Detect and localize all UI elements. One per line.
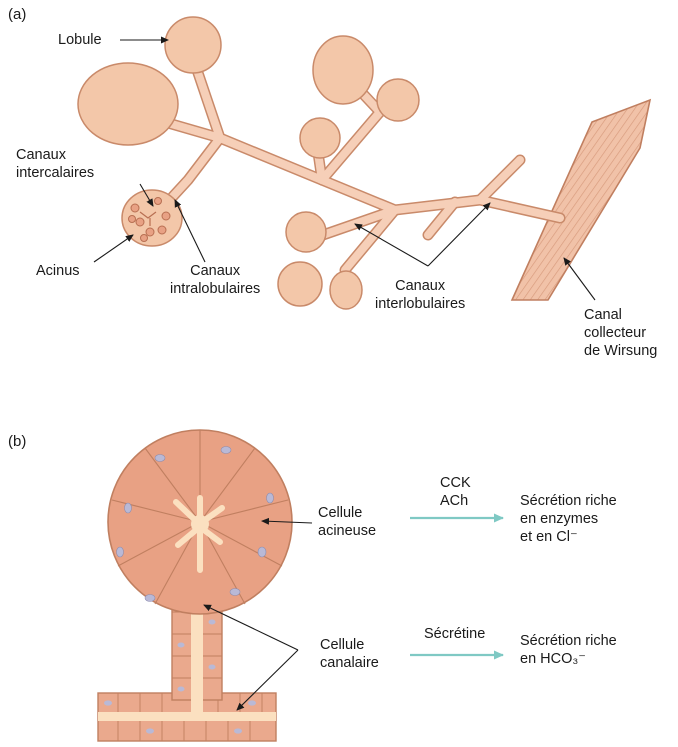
label-canaux-intercalaires-line2: intercalaires	[16, 164, 94, 182]
lobule-lower-left	[286, 212, 326, 252]
label-canal-collecteur-line3: de Wirsung	[584, 342, 657, 360]
label-stimulus-ach: ACh	[440, 492, 471, 510]
lobule-top-right	[313, 36, 373, 104]
label-acinus: Acinus	[36, 262, 80, 280]
label-canaux-intercalaires-line1: Canaux	[16, 146, 94, 164]
panel-a-drawing	[78, 17, 650, 309]
lobule-large-left	[78, 63, 178, 145]
label-lobule: Lobule	[58, 31, 102, 49]
label-secretion-enzymes: Sécrétion riche en enzymes et en Cl⁻	[520, 492, 617, 546]
label-secretion-hco3-line1: Sécrétion riche	[520, 632, 617, 650]
label-canal-collecteur: Canal collecteur de Wirsung	[584, 306, 657, 360]
label-stimuli-cck-ach: CCK ACh	[440, 474, 471, 510]
label-secretion-enzymes-line2: en enzymes	[520, 510, 617, 528]
label-secretion-hco3: Sécrétion riche en HCO₃⁻	[520, 632, 617, 668]
label-canal-collecteur-line2: collecteur	[584, 324, 657, 342]
label-canaux-intralobulaires-line1: Canaux	[170, 262, 260, 280]
label-canal-collecteur-line1: Canal	[584, 306, 657, 324]
label-canaux-intralobulaires: Canaux intralobulaires	[170, 262, 260, 298]
label-secretion-enzymes-line3: et en Cl⁻	[520, 528, 617, 546]
label-cellule-canalaire: Cellule canalaire	[320, 636, 379, 672]
label-canaux-interlobulaires-line1: Canaux	[375, 277, 465, 295]
lobule-right-small	[377, 79, 419, 121]
label-stimulus-cck: CCK	[440, 474, 471, 492]
label-secretion-enzymes-line1: Sécrétion riche	[520, 492, 617, 510]
label-canaux-intralobulaires-line2: intralobulaires	[170, 280, 260, 298]
label-secretion-hco3-line2: en HCO₃⁻	[520, 650, 617, 668]
label-cellule-canalaire-line1: Cellule	[320, 636, 379, 654]
lobule-mid-small	[300, 118, 340, 158]
panel-b-tag: (b)	[8, 433, 26, 451]
label-canaux-interlobulaires: Canaux interlobulaires	[375, 277, 465, 313]
label-cellule-acineuse: Cellule acineuse	[318, 504, 376, 540]
label-canaux-intercalaires: Canaux intercalaires	[16, 146, 94, 182]
lobule-lower-right	[330, 271, 362, 309]
canal-wirsung-shape	[512, 100, 650, 300]
lobule-top	[165, 17, 221, 73]
acinus-cluster	[122, 190, 182, 246]
label-cellule-canalaire-line2: canalaire	[320, 654, 379, 672]
lobule-lower-bottom	[278, 262, 322, 306]
label-canaux-interlobulaires-line2: interlobulaires	[375, 295, 465, 313]
panel-a-tag: (a)	[8, 6, 26, 24]
label-stimulus-secretine: Sécrétine	[424, 625, 485, 643]
label-cellule-acineuse-line1: Cellule	[318, 504, 376, 522]
label-cellule-acineuse-line2: acineuse	[318, 522, 376, 540]
acinus-b	[108, 430, 292, 614]
